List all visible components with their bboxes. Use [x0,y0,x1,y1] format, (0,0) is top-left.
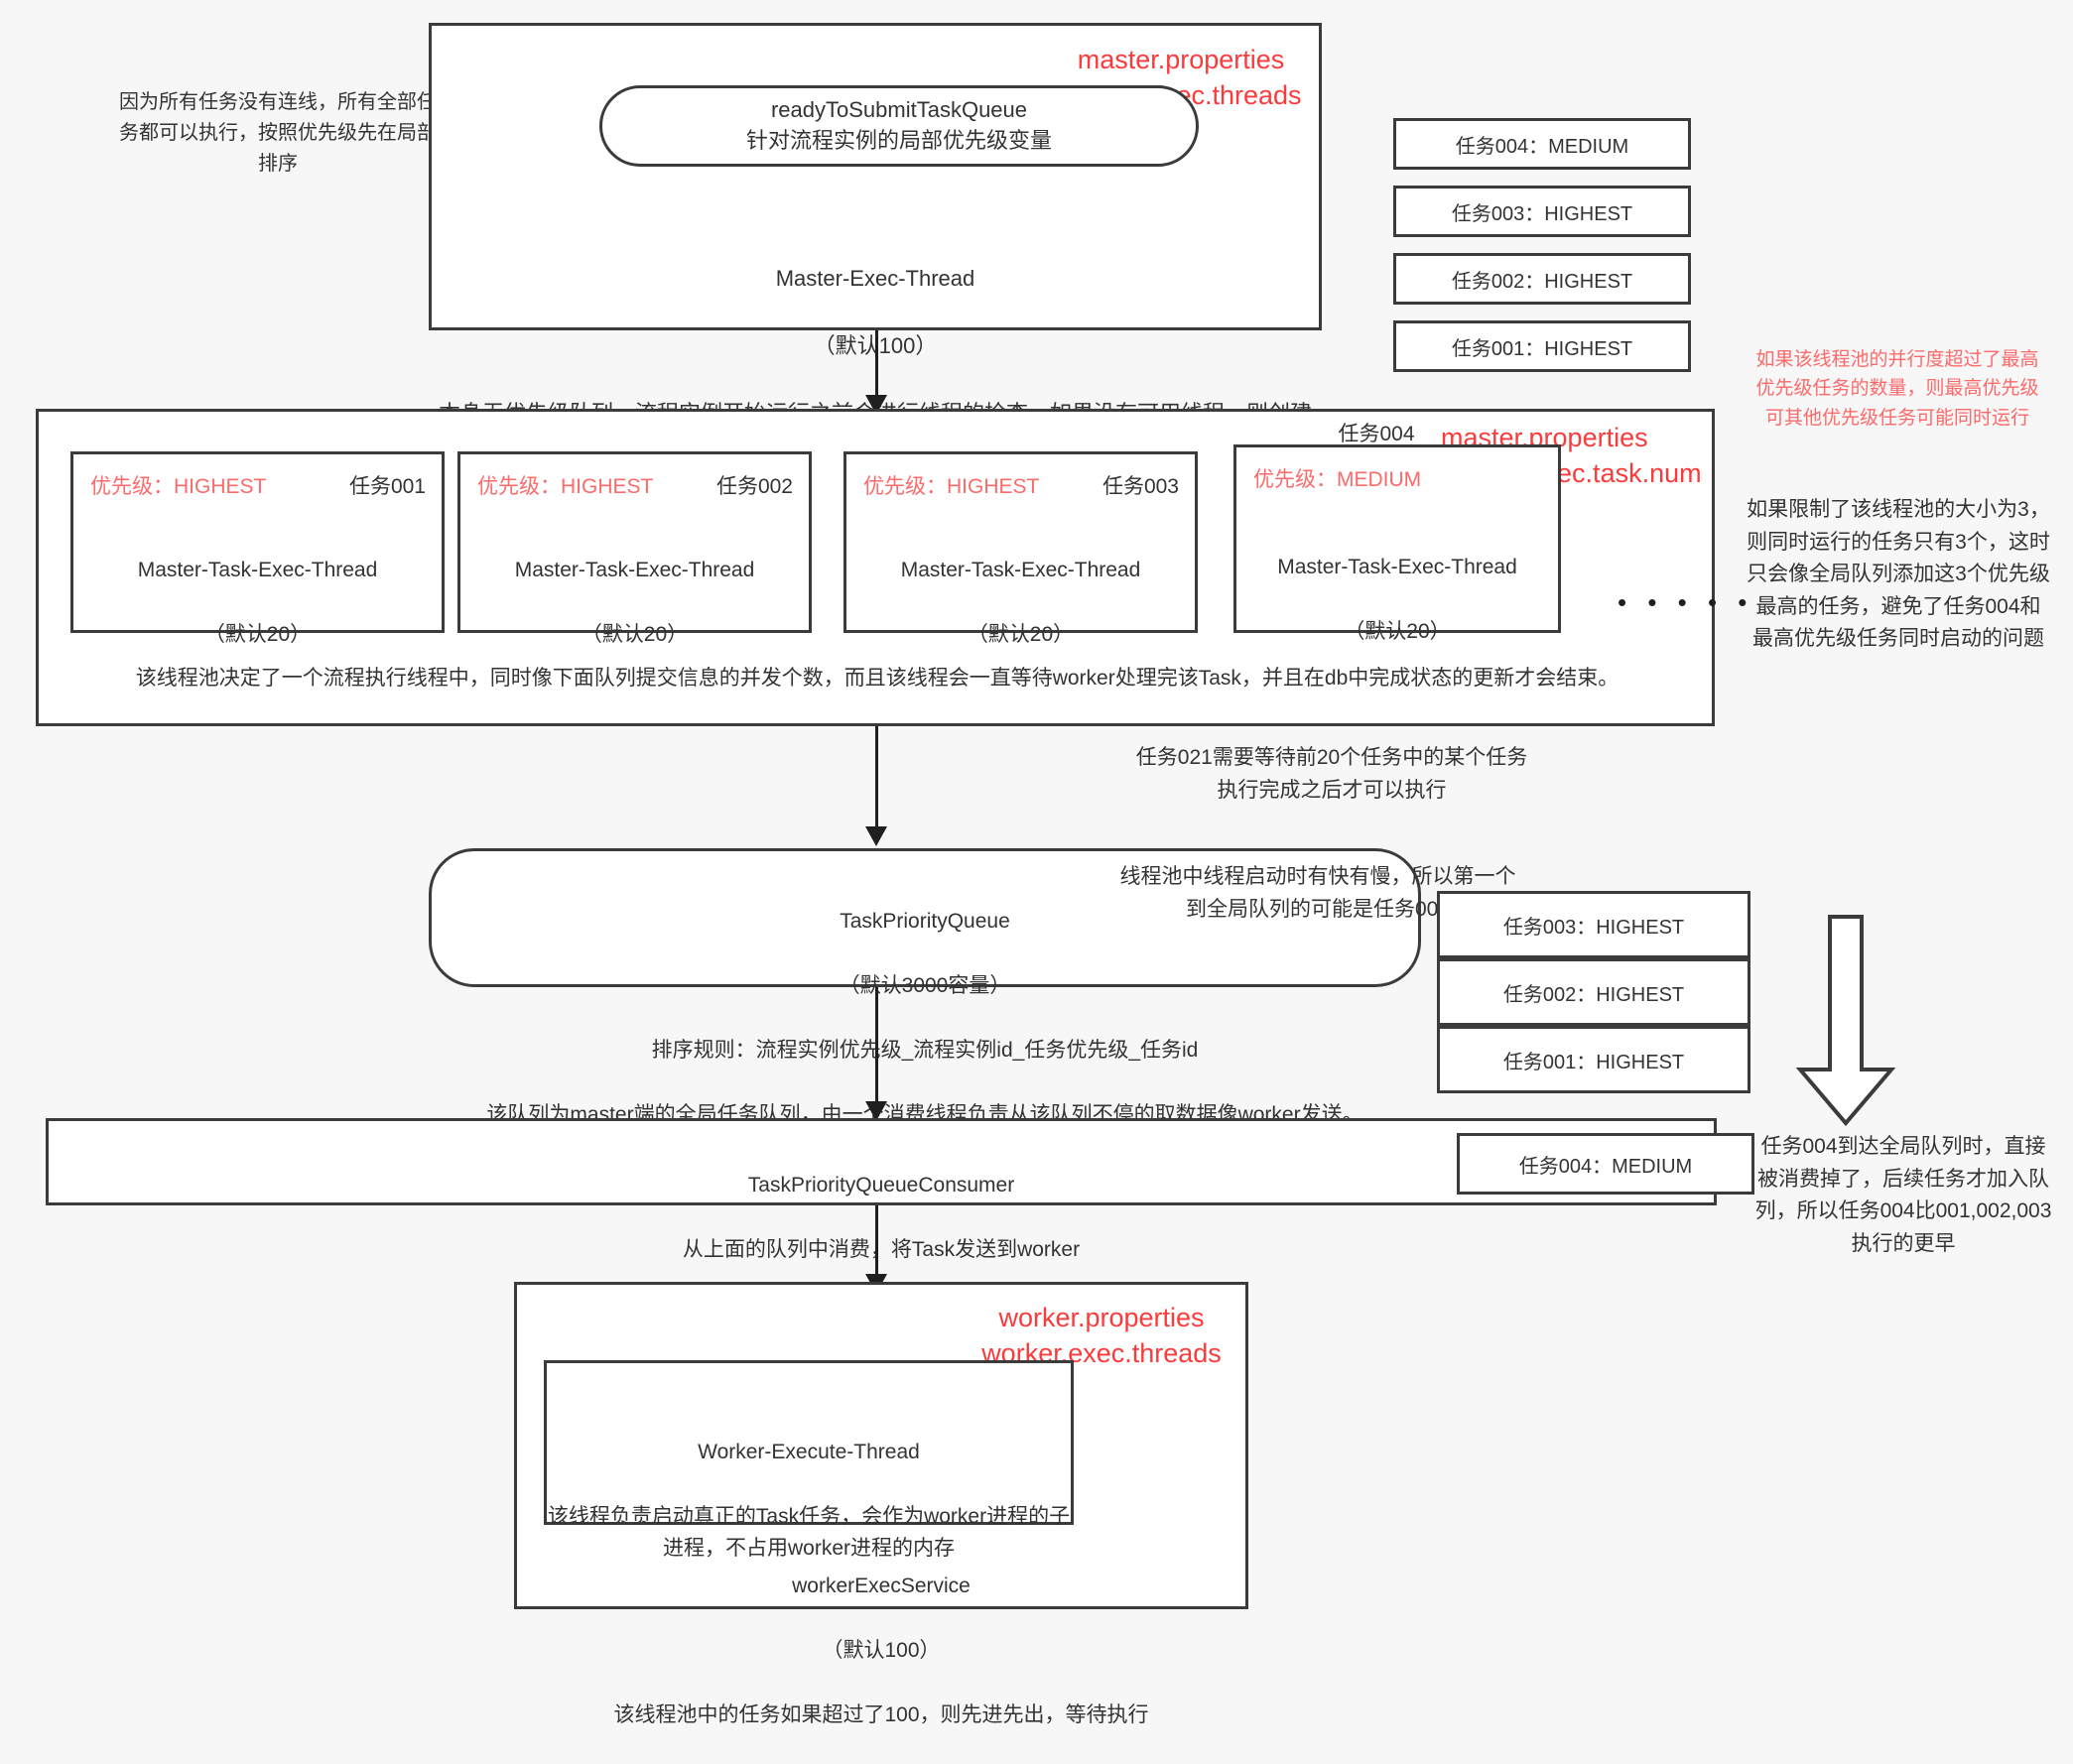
priority-label-003: 优先级：HIGHEST [863,470,1039,500]
master-exec-thread-box [429,23,1322,330]
task-exec-thread-caption-001: Master-Task-Exec-Thread （默认20） [73,522,442,684]
thread-name: Master-Task-Exec-Thread [1277,555,1517,578]
priority-value: MEDIUM [1337,468,1422,491]
note-thread-start-speed: 线程池中线程启动时有快有慢，所以第一个到全局队列的可能是任务004 [1119,865,1516,921]
thread-name: Master-Task-Exec-Thread [137,558,378,581]
task-exec-thread-caption-004: Master-Task-Exec-Thread （默认20） [1236,519,1558,681]
ready-to-submit-task-queue-box: readyToSubmitTaskQueue 针对流程实例的局部优先级变量 [599,85,1199,167]
list-item: 任务001：HIGHEST [1437,1026,1750,1093]
note-bottom-right: 任务004到达全局队列时，直接被消费掉了，后续任务才加入队列，所以任务004比0… [1754,1135,2052,1255]
priority-value: HIGHEST [174,475,267,498]
bottom-right-flow-arrow [1795,915,1896,1127]
annotation-worker-exec-threads: worker.properties worker.exec.threads [981,1303,1222,1369]
arrow-consumer-to-worker-line [875,1205,878,1281]
queue-title: TaskPriorityQueue [840,909,1010,933]
task-priority-queue-consumer-box: TaskPriorityQueueConsumer 从上面的队列中消费，将Tas… [46,1118,1717,1261]
list-item: 任务003：HIGHEST [1437,891,1750,958]
task-priority-queue-box: TaskPriorityQueue （默认3000容量） 排序规则：流程实例优先… [429,848,1421,1126]
queue-sort-rule: 排序规则：流程实例优先级_流程实例id_任务优先级_任务id [651,1038,1199,1062]
note-left-top: 因为所有任务没有连线，所有全部任务都可以执行，按照优先级先在局部排序 [119,91,437,175]
worker-thread-desc: 该线程负责启动真正的Task任务，会作为worker进程的子进程，不占用work… [547,1504,1071,1561]
list-item: 任务002：HIGHEST [1393,253,1691,305]
ready-queue-subtitle: 针对流程实例的局部优先级变量 [745,128,1052,153]
master-exec-thread-name: Master-Exec-Thread [775,266,975,292]
priority-prefix: 优先级： [90,475,174,498]
note-right-red: 如果该线程池的并行度超过了最高优先级任务的数量，则最高优先级可其他优先级任务可能… [1755,349,2039,429]
list-item: 任务004：MEDIUM [1393,118,1691,170]
priority-prefix: 优先级： [477,475,561,498]
task-id-002: 任务002 [715,475,793,498]
task-exec-thread-caption-003: Master-Task-Exec-Thread （默认20） [846,522,1195,684]
thread-default: （默认20） [203,622,312,646]
thread-name: Master-Task-Exec-Thread [900,558,1141,581]
list-item: 任务002：HIGHEST [1437,958,1750,1026]
task-id-003: 任务003 [1101,475,1179,498]
consumed-task-cell: 任务004：MEDIUM [1457,1133,1754,1195]
worker-exec-service-caption: workerExecService （默认100） 该线程池中的任务如果超过了1… [524,1538,1238,1764]
consumer-caption: TaskPriorityQueueConsumer 从上面的队列中消费，将Tas… [49,1137,1714,1299]
arrow-taskexec-to-queue-line [875,726,878,833]
task-exec-box-004: 优先级：MEDIUM Master-Task-Exec-Thread （默认20… [1233,444,1561,643]
worker-service-default: （默认100） [822,1638,941,1662]
consumer-title: TaskPriorityQueueConsumer [747,1173,1015,1197]
note-task-021: 任务021需要等待前20个任务中的某个任务执行完成之后才可以执行 [1135,746,1528,802]
worker-service-title: workerExecService [792,1574,971,1597]
task-004-outside-label: 任务004 [1338,423,1415,445]
thread-default: （默认20） [1344,619,1451,643]
priority-value: HIGHEST [561,475,654,498]
priority-label-002: 优先级：HIGHEST [477,470,653,500]
thread-default: （默认20） [967,622,1075,646]
task-exec-group-footer: 该线程池决定了一个流程执行线程中，同时像下面队列提交信息的并发个数，而且该线程会… [135,667,1620,690]
consumer-desc: 从上面的队列中消费，将Task发送到worker [682,1237,1081,1261]
ellipsis-more-tasks: • • • • • [1618,587,1754,617]
task-exec-thread-caption-002: Master-Task-Exec-Thread （默认20） [460,522,809,684]
arrow-queue-to-consumer-head [865,1101,887,1121]
list-item: 任务003：HIGHEST [1393,186,1691,237]
task-id-001: 任务001 [348,475,426,498]
thread-default: （默认20） [581,622,689,646]
priority-prefix: 优先级： [863,475,947,498]
list-item: 任务001：HIGHEST [1393,320,1691,372]
task-exec-box-002: 优先级：HIGHEST 任务002 Master-Task-Exec-Threa… [457,451,812,646]
priority-prefix: 优先级： [1253,468,1337,491]
queue-capacity: （默认3000容量） [839,973,1011,997]
diagram-canvas: 因为所有任务没有连线，所有全部任务都可以执行，按照优先级先在局部排序 maste… [36,23,2052,1726]
arrow-taskexec-to-queue-head [865,826,887,846]
worker-execute-thread-box: Worker-Execute-Thread 该线程负责启动真正的Task任务，会… [544,1360,1074,1560]
worker-thread-title: Worker-Execute-Thread [698,1440,920,1463]
thread-name: Master-Task-Exec-Thread [514,558,755,581]
worker-execute-thread-caption: Worker-Execute-Thread 该线程负责启动真正的Task任务，会… [547,1404,1071,1597]
priority-label-001: 优先级：HIGHEST [90,470,266,500]
task-exec-box-003: 优先级：HIGHEST 任务003 Master-Task-Exec-Threa… [843,451,1198,646]
note-right-gray: 如果限制了该线程池的大小为3，则同时运行的任务只有3个，这时只会像全局队列添加这… [1747,498,2050,651]
arrow-queue-to-consumer-line [875,987,878,1108]
arrow-master-to-taskexec-line [875,330,878,402]
task-exec-box-001: 优先级：HIGHEST 任务001 Master-Task-Exec-Threa… [70,451,445,646]
worker-service-desc: 该线程池中的任务如果超过了100，则先进先出，等待执行 [613,1702,1149,1726]
ready-queue-title: readyToSubmitTaskQueue [770,97,1028,122]
priority-value: HIGHEST [947,475,1040,498]
priority-label-004: 优先级：MEDIUM [1253,463,1421,493]
